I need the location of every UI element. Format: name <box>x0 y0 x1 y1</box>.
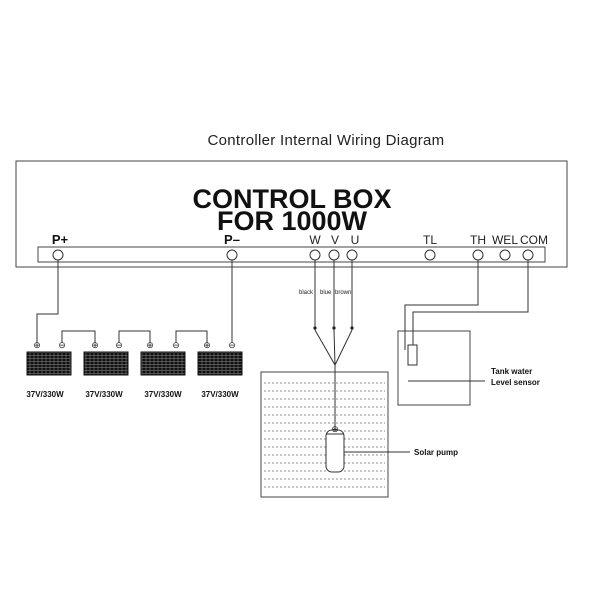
terminal-v <box>328 249 340 261</box>
terminal-u <box>346 249 358 261</box>
pump-label: Solar pump <box>414 448 458 457</box>
wire-merge <box>314 329 353 367</box>
level-sensor-icon <box>407 344 418 366</box>
solar-panel-1-icon <box>26 351 72 376</box>
terminal-label-v: V <box>331 233 339 247</box>
junction-v <box>332 326 336 330</box>
wire-color-blue: blue <box>320 290 332 296</box>
terminal-com <box>522 249 534 261</box>
panel-4-minus-symbol: ⊖ <box>228 340 236 350</box>
terminal-w <box>309 249 321 261</box>
control-box-title-line2: FOR 1000W <box>217 206 368 236</box>
terminal-label-com: COM <box>520 233 548 247</box>
panel-3-plus-symbol: ⊕ <box>146 340 154 350</box>
terminal-label-wel: WEL <box>492 233 518 247</box>
terminal-strip <box>37 246 546 263</box>
water-lines <box>264 382 385 488</box>
solar-panel-4-icon <box>197 351 243 376</box>
terminal-p-minus <box>226 249 238 261</box>
solar-panel-3-label: 37V/330W <box>144 390 182 399</box>
sensor-tank <box>397 330 471 406</box>
terminal-label-th: TH <box>470 233 486 247</box>
panel-1-plus-symbol: ⊕ <box>33 340 41 350</box>
water-tank <box>260 371 389 498</box>
terminal-label-p-minus: P– <box>224 232 240 247</box>
terminal-wel <box>499 249 511 261</box>
wire-th <box>404 260 479 350</box>
sensor-label-line1: Tank water <box>491 367 532 376</box>
terminal-th <box>472 249 484 261</box>
wire-com <box>412 260 529 350</box>
panel-2-plus-symbol: ⊕ <box>91 340 99 350</box>
junction-w <box>313 326 317 330</box>
wire-series-3 <box>175 330 208 343</box>
panel-3-minus-symbol: ⊖ <box>172 340 180 350</box>
solar-panel-1-label: 37V/330W <box>26 390 64 399</box>
pump-terminal-symbol: ⊕ <box>331 424 339 434</box>
junction-u <box>350 326 354 330</box>
wire-series-2 <box>118 330 151 343</box>
solar-panel-4-label: 37V/330W <box>201 390 239 399</box>
wire-color-black: black <box>299 290 314 296</box>
sensor-label-line2: Level sensor <box>491 378 540 387</box>
terminal-label-tl: TL <box>423 233 437 247</box>
panel-1-minus-symbol: ⊖ <box>58 340 66 350</box>
wire-v-merge <box>333 329 336 366</box>
control-box-title-line1: CONTROL BOX <box>192 184 391 214</box>
terminal-p-plus <box>52 249 64 261</box>
control-box-frame <box>15 160 568 268</box>
terminal-label-u: U <box>351 233 360 247</box>
diagram-title: Controller Internal Wiring Diagram <box>208 132 445 149</box>
terminal-label-w: W <box>309 233 321 247</box>
wire-series-1 <box>61 330 96 343</box>
solar-panel-2-icon <box>83 351 129 376</box>
wire-color-brown: brown <box>335 290 351 296</box>
solar-panel-2-label: 37V/330W <box>85 390 123 399</box>
solar-panel-3-icon <box>140 351 186 376</box>
terminal-tl <box>424 249 436 261</box>
terminal-label-p-plus: P+ <box>52 232 69 247</box>
panel-4-plus-symbol: ⊕ <box>203 340 211 350</box>
panel-2-minus-symbol: ⊖ <box>115 340 123 350</box>
wire-p-plus <box>36 260 59 343</box>
pump-body-icon <box>325 429 345 473</box>
